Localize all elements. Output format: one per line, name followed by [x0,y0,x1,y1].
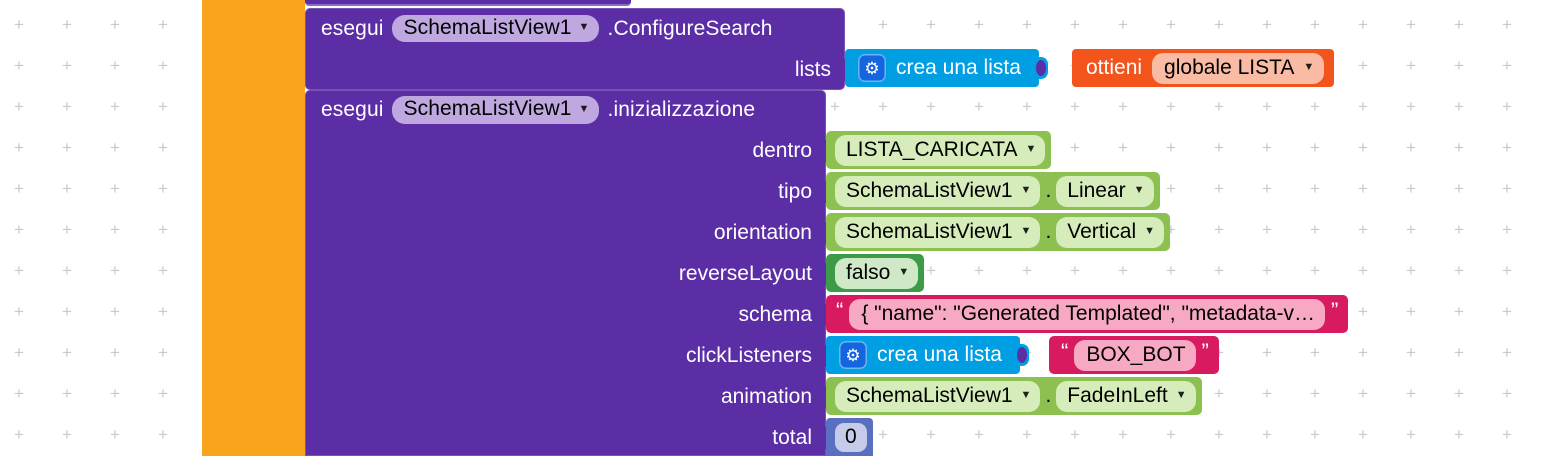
chevron-down-icon: ▼ [578,102,590,115]
socket-list-item-0[interactable] [1016,344,1029,366]
enum-block-dentro[interactable]: LISTA_CARICATA ▼ [826,131,1052,169]
method-name-label: .inizializzazione [607,98,756,121]
component-dropdown-inizializzazione[interactable]: SchemaListView1 ▼ [392,96,599,124]
param-label-total: total [772,425,812,449]
dot-separator: . [1045,384,1052,407]
create-list-label: crea una lista [877,343,1002,366]
number-block-total[interactable]: 0 [826,418,873,456]
enum-block-orientation[interactable]: SchemaListView1 ▼ . Vertical ▼ [826,213,1171,251]
enum-block-animation[interactable]: SchemaListView1 ▼ . FadeInLeft ▼ [826,377,1202,415]
close-quote-icon: ” [1201,339,1209,364]
param-row-tipo: tipo [305,171,835,212]
chevron-down-icon: ▼ [1133,184,1145,196]
enum-value-dentro: LISTA_CARICATA [846,137,1018,161]
block-configure-search[interactable]: esegui SchemaListView1 ▼ .ConfigureSearc… [305,8,854,90]
enum-value-animation: FadeInLeft [1067,383,1168,407]
block-inizializzazione[interactable]: esegui SchemaListView1 ▼ .inizializzazio… [305,90,835,458]
param-label-dentro: dentro [752,138,812,162]
chevron-down-icon: ▼ [578,21,590,34]
param-label-schema: schema [738,302,812,326]
text-block-box-bot[interactable]: “ BOX_BOT ” [1049,336,1219,374]
esegui-keyword: esegui [321,98,384,121]
global-variable-dropdown[interactable]: globale LISTA ▼ [1152,52,1325,84]
param-row-clicklisteners: clickListeners [305,335,835,376]
chevron-down-icon: ▼ [898,266,910,278]
component-dropdown-label: SchemaListView1 [403,97,572,121]
partial-block-above[interactable] [305,0,631,6]
enum-value-orientation: Vertical [1067,219,1137,243]
param-row-animation: animation [305,376,835,417]
dot-separator: . [1045,179,1052,202]
enum-value-dropdown-animation[interactable]: FadeInLeft ▼ [1056,380,1196,412]
number-input-total[interactable]: 0 [835,422,867,452]
enum-owner-label-orientation: SchemaListView1 [846,219,1013,243]
component-dropdown-configure-search[interactable]: SchemaListView1 ▼ [392,14,599,43]
close-quote-icon: ” [1330,298,1339,323]
create-list-label: crea una lista [896,56,1021,79]
param-label-tipo: tipo [778,179,812,203]
param-label-orientation: orientation [713,220,812,244]
block-configure-search-header: esegui SchemaListView1 ▼ .ConfigureSearc… [305,8,845,49]
workspace-left-gutter [202,0,305,456]
param-label-lists: lists [794,57,831,81]
param-label-animation: animation [720,384,812,408]
enum-owner-dropdown-orientation[interactable]: SchemaListView1 ▼ [835,216,1041,248]
gear-icon[interactable]: ⚙ [839,341,867,369]
chevron-down-icon: ▼ [1025,143,1037,155]
socket-list-item-0[interactable] [1035,57,1048,79]
enum-owner-dropdown-animation[interactable]: SchemaListView1 ▼ [835,380,1041,412]
open-quote-icon: “ [1061,339,1069,364]
enum-owner-label-animation: SchemaListView1 [846,383,1013,407]
chevron-down-icon: ▼ [1020,184,1032,196]
param-row-total: total [305,417,835,458]
param-row-orientation: orientation [305,212,835,253]
enum-dropdown-dentro[interactable]: LISTA_CARICATA ▼ [835,134,1046,166]
enum-owner-dropdown-tipo[interactable]: SchemaListView1 ▼ [835,175,1041,207]
enum-value-dropdown-tipo[interactable]: Linear ▼ [1056,175,1154,207]
chevron-down-icon: ▼ [1175,389,1187,401]
chevron-down-icon: ▼ [1144,225,1156,237]
esegui-keyword: esegui [321,16,384,40]
text-value-schema: { "name": "Generated Templated", "metada… [861,301,1315,325]
param-row-reverselayout: reverseLayout [305,253,835,294]
component-dropdown-label: SchemaListView1 [403,15,572,39]
chevron-down-icon: ▼ [1020,389,1032,401]
text-value-box-bot: BOX_BOT [1086,342,1186,366]
dot-separator: . [1045,220,1052,243]
ottieni-label: ottieni [1086,56,1143,79]
param-row-lists: lists [305,49,854,90]
chevron-down-icon: ▼ [1303,61,1315,73]
enum-value-dropdown-orientation[interactable]: Vertical ▼ [1056,216,1165,248]
create-list-block-lists[interactable]: ⚙ crea una lista [845,49,1048,87]
method-name-label: .ConfigureSearch [607,16,773,40]
text-input-schema[interactable]: { "name": "Generated Templated", "metada… [849,298,1325,330]
boolean-dropdown-reverselayout[interactable]: falso ▼ [835,257,919,289]
text-block-schema[interactable]: “ { "name": "Generated Templated", "meta… [826,295,1349,333]
global-variable-label: globale LISTA [1164,55,1295,79]
enum-block-tipo[interactable]: SchemaListView1 ▼ . Linear ▼ [826,172,1160,210]
open-quote-icon: “ [836,298,844,323]
param-row-dentro: dentro [305,130,835,171]
gear-icon[interactable]: ⚙ [858,54,886,82]
number-value-total: 0 [845,424,857,448]
enum-owner-label-tipo: SchemaListView1 [846,178,1013,202]
param-label-reverselayout: reverseLayout [678,261,812,285]
get-global-variable-block[interactable]: ottieni globale LISTA ▼ [1072,49,1335,87]
param-label-clicklisteners: clickListeners [685,343,812,367]
block-inizializzazione-header: esegui SchemaListView1 ▼ .inizializzazio… [305,90,826,130]
boolean-value-reverselayout: falso [846,260,891,284]
text-input-box-bot[interactable]: BOX_BOT [1074,339,1196,371]
enum-value-tipo: Linear [1067,178,1126,202]
chevron-down-icon: ▼ [1020,225,1032,237]
create-list-block-clicklisteners[interactable]: ⚙ crea una lista [826,336,1029,374]
param-row-schema: schema [305,294,835,335]
boolean-block-reverselayout[interactable]: falso ▼ [826,254,925,292]
